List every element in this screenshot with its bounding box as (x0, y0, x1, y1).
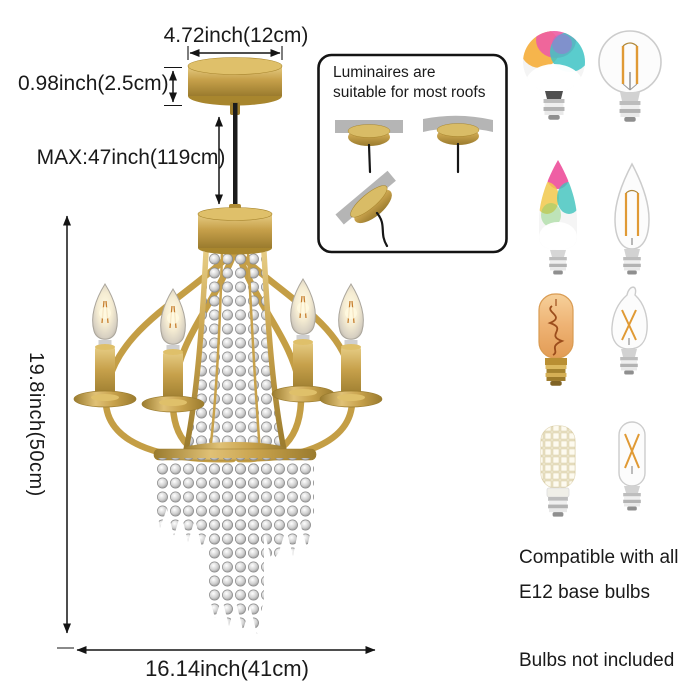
chandelier-body (73, 204, 383, 634)
canopy-height-label: 0.98inch(2.5cm) (18, 72, 169, 95)
crystal-curtain (156, 458, 314, 634)
top-hub (197, 204, 273, 255)
flame-tip-filament-bulb-icon (611, 286, 648, 375)
flat-roof-mount-2-icon (423, 115, 493, 174)
dimension-arrows (57, 46, 376, 654)
filament-candle-bulb-icon (614, 162, 650, 275)
canopy-width-label: 4.72inch(12cm) (163, 24, 309, 47)
roof-box-text-line1: Luminaires are (333, 64, 436, 81)
fixture-width-label: 16.14inch(41cm) (145, 656, 309, 681)
bulbs-not-included-note: Bulbs not included (519, 650, 675, 671)
tube-filament-bulb-icon (618, 421, 646, 511)
compatibility-line1: Compatible with all (519, 547, 679, 568)
rgb-candle-bulb-icon (539, 160, 577, 275)
roof-box-text-line2: suitable for most roofs (333, 84, 486, 101)
corn-led-bulb-icon (540, 425, 576, 517)
down-rod (233, 103, 238, 209)
candle-outer-right (319, 283, 383, 408)
filament-globe-bulb-icon (598, 30, 662, 122)
canopy (187, 57, 283, 115)
roof-box (317, 53, 508, 254)
compatibility-line2: E12 base bulbs (519, 582, 650, 603)
crystal-column (183, 251, 287, 453)
bulb-gallery (523, 30, 662, 517)
fixture-height-label: 19.8inch(50cm) (25, 352, 47, 497)
amber-tube-bulb-icon (538, 293, 574, 386)
flat-roof-mount-icon (335, 120, 403, 174)
rgb-globe-bulb-icon (523, 31, 585, 120)
sloped-roof-mount-icon (335, 170, 398, 248)
max-drop-label: MAX:47inch(119cm) (36, 146, 226, 169)
